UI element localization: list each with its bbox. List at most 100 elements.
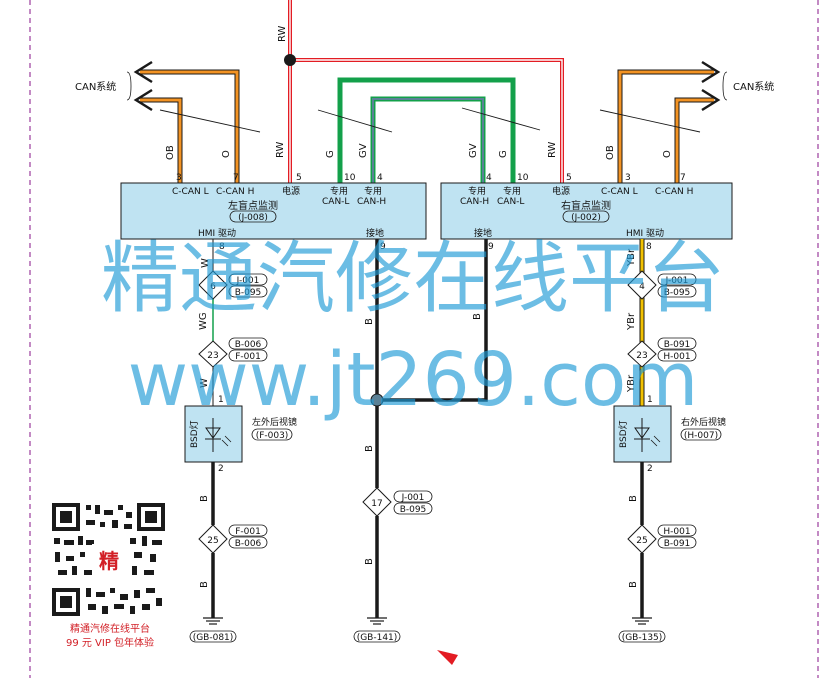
connector-b006: 23 B-006 F-001 bbox=[198, 337, 268, 368]
left-pin-ob: 3 bbox=[176, 173, 182, 183]
ground-right-box bbox=[618, 630, 666, 643]
right-ccanh: C-CAN H bbox=[655, 187, 693, 197]
ground-splice-dot bbox=[370, 393, 384, 407]
rw-label-left: RW bbox=[275, 141, 286, 158]
right-power: 电源 bbox=[552, 185, 570, 197]
connector-j001-right: 4 J-001 B-095 bbox=[627, 270, 697, 300]
left-ground-label: 接地 bbox=[366, 227, 384, 239]
left-spec1: 专用 bbox=[330, 185, 348, 197]
ground-right-label: (GB-135) bbox=[622, 633, 663, 643]
right-mirror-code: (H-007) bbox=[684, 431, 718, 441]
svg-text:2: 2 bbox=[218, 464, 224, 474]
connector-j001-left: 6 J-001 B-095 bbox=[198, 270, 268, 300]
svg-text:23: 23 bbox=[207, 351, 218, 361]
right-can-wires bbox=[617, 69, 714, 183]
connector-f001: 25 F-001 B-006 bbox=[198, 524, 268, 554]
svg-text:F-001: F-001 bbox=[235, 352, 261, 362]
left-hmi: HMI 驱动 bbox=[198, 228, 236, 239]
right-pin-ybr: 8 bbox=[646, 242, 652, 252]
gv-label-right: GV bbox=[468, 143, 479, 158]
right-spec2: 专用 bbox=[503, 185, 521, 197]
svg-text:B-095: B-095 bbox=[400, 505, 427, 515]
right-pin-b: 9 bbox=[488, 242, 494, 252]
svg-text:2: 2 bbox=[647, 464, 653, 474]
left-canh: CAN-H bbox=[357, 197, 386, 207]
ybr-label-1: YBr bbox=[626, 248, 637, 267]
left-ccanh: C-CAN H bbox=[216, 187, 254, 197]
svg-text:BSD灯: BSD灯 bbox=[189, 420, 200, 448]
right-pin-g: 10 bbox=[517, 173, 529, 183]
left-arrow-head-2 bbox=[133, 88, 153, 112]
watermark-url: www.jt269.com bbox=[128, 337, 699, 423]
svg-text:25: 25 bbox=[207, 536, 218, 546]
svg-text:J-001: J-001 bbox=[401, 493, 425, 503]
right-canl: CAN-L bbox=[497, 197, 524, 207]
ground-left-box bbox=[189, 630, 237, 643]
can-system-label-right: CAN系统 bbox=[733, 80, 774, 93]
rw-label-right: RW bbox=[547, 141, 558, 158]
right-pin-o: 7 bbox=[680, 173, 686, 183]
left-bsd-module bbox=[120, 182, 427, 240]
ybr-label-3: YBr bbox=[626, 374, 637, 393]
svg-text:B-006: B-006 bbox=[235, 340, 262, 350]
right-canh: CAN-H bbox=[460, 197, 489, 207]
right-module-code-box bbox=[562, 210, 610, 223]
left-pin-gv: 4 bbox=[377, 173, 383, 183]
svg-text:25: 25 bbox=[636, 536, 647, 546]
b-label-right-top: B bbox=[472, 313, 483, 320]
w-label-2: W bbox=[199, 378, 210, 388]
svg-text:J-001: J-001 bbox=[236, 276, 260, 286]
svg-text:23: 23 bbox=[636, 351, 647, 361]
right-spec1: 专用 bbox=[468, 185, 486, 197]
b-label-right-2: B bbox=[628, 581, 639, 588]
b-label-left-1: B bbox=[199, 495, 210, 502]
b-label-left-2: B bbox=[199, 581, 210, 588]
svg-text:4: 4 bbox=[639, 282, 645, 292]
right-module-name: 右盲点监测 bbox=[561, 199, 611, 212]
b-label-mid-1: B bbox=[364, 318, 375, 325]
connector-b091: 23 B-091 H-001 bbox=[627, 337, 697, 368]
rw-label-top: RW bbox=[277, 25, 288, 42]
svg-text:1: 1 bbox=[218, 395, 224, 405]
o-label-left: O bbox=[221, 150, 232, 158]
left-pin-b: 9 bbox=[380, 242, 386, 252]
svg-text:H-001: H-001 bbox=[663, 527, 690, 537]
ybr-label-2: YBr bbox=[626, 312, 637, 331]
gv-label-left: GV bbox=[358, 143, 369, 158]
right-can-bracket bbox=[722, 71, 728, 101]
left-pin-w: 8 bbox=[219, 242, 225, 252]
ground-mid-box bbox=[353, 630, 401, 643]
right-hmi: HMI 驱动 bbox=[626, 228, 664, 239]
rw-power-wire bbox=[288, 0, 564, 183]
left-mirror-unit: 1 2 BSD灯 bbox=[184, 395, 243, 474]
left-mirror-code: (F-003) bbox=[256, 431, 289, 441]
svg-text:F-001: F-001 bbox=[235, 527, 261, 537]
right-mirror-unit: 1 2 BSD灯 bbox=[613, 395, 672, 474]
footer-line1: 精通汽修在线平台 bbox=[70, 624, 150, 635]
svg-text:17: 17 bbox=[371, 499, 382, 509]
right-pin-ob: 3 bbox=[625, 173, 631, 183]
can-l-green-wire bbox=[337, 77, 516, 183]
svg-text:BSD灯: BSD灯 bbox=[618, 420, 629, 448]
left-mirror-name: 左外后视镜 bbox=[252, 416, 297, 428]
g-label-left: G bbox=[325, 150, 336, 158]
svg-text:B-091: B-091 bbox=[664, 539, 691, 549]
left-spec2: 专用 bbox=[364, 185, 382, 197]
qr-center-char: 精 bbox=[99, 549, 119, 573]
b-label-right-1: B bbox=[628, 495, 639, 502]
left-pin-rw: 5 bbox=[296, 173, 302, 183]
svg-text:6: 6 bbox=[210, 282, 216, 292]
left-module-code: (J-008) bbox=[238, 213, 268, 223]
connector-h001: 25 H-001 B-091 bbox=[627, 524, 697, 554]
right-mirror-code-box bbox=[680, 428, 722, 441]
left-ccanl: C-CAN L bbox=[172, 187, 209, 197]
o-label-right: O bbox=[662, 150, 673, 158]
right-arrow-head-2 bbox=[701, 88, 721, 112]
footer-promo: 精通汽修在线平台 99 元 VIP 包年体验 bbox=[40, 623, 180, 651]
right-module-code: (J-002) bbox=[571, 213, 601, 223]
b-label-mid-2: B bbox=[364, 445, 375, 452]
right-ccanl: C-CAN L bbox=[601, 187, 638, 197]
svg-text:1: 1 bbox=[647, 395, 653, 405]
decorative-red-mark bbox=[437, 650, 458, 665]
can-h-gv-wire bbox=[370, 96, 486, 183]
